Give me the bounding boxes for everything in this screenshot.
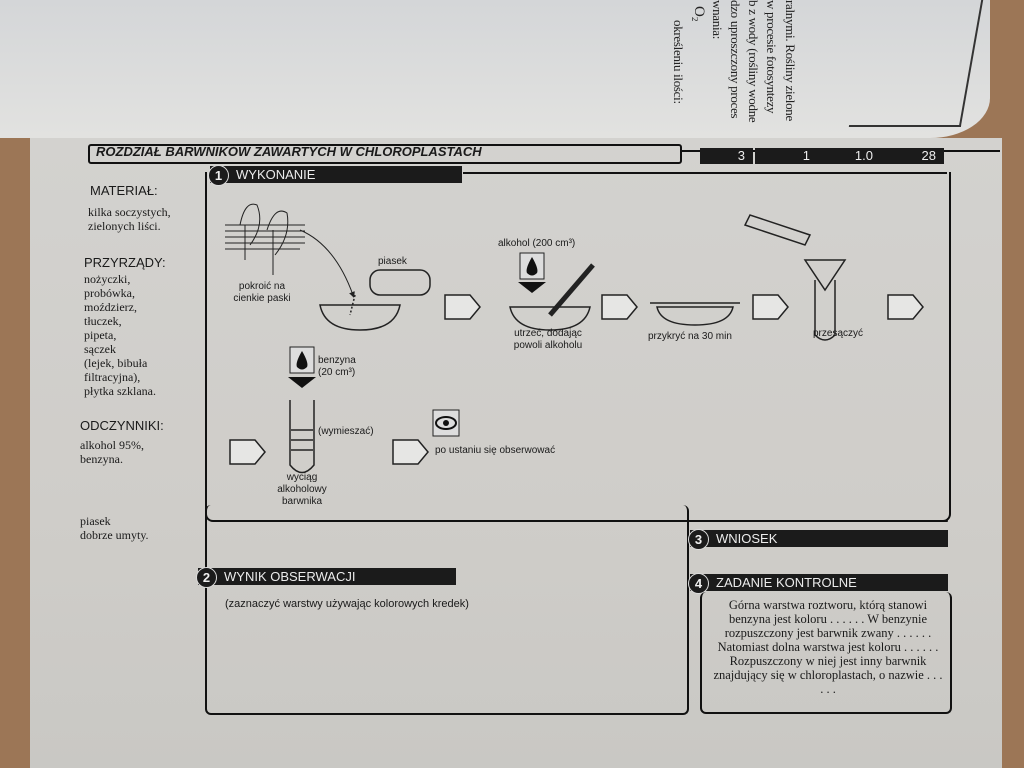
procedure-diagram [225,203,924,474]
leaves-icon [225,203,355,298]
observation-frame [205,505,689,715]
tab-number: 1 [755,148,818,164]
section-number: 1 [208,165,229,186]
section-number: 2 [196,567,217,588]
label-cover: przykryć na 30 min [648,331,732,342]
prev-line: w procesie fotosyntezy [764,0,779,114]
label-mix: (wymieszać) [318,426,374,437]
observation-instruction: (zaznaczyć warstwy używając kolorowych k… [225,598,469,610]
flow-arrow-icon [229,294,924,465]
textbook-page [30,138,1002,768]
tool-item: (lejek, bibuła [84,356,148,370]
drop-icon [518,252,546,293]
extra-item: piasek [80,514,111,528]
material-heading: MATERIAŁ: [90,183,158,198]
extra-list: piasek dobrze umyty. [80,514,149,542]
section-number: 4 [688,573,709,594]
tool-item: moździerz, [84,300,137,314]
prev-line: ralnymi. Rośliny zielone [783,0,798,121]
label-observe: po ustaniu się obserwować [435,445,556,456]
tool-item: tłuczek, [84,314,122,328]
prev-line: wnania: [710,0,725,40]
prev-page-box [848,0,984,127]
section-number: 3 [688,529,709,550]
tools-heading: PRZYRZĄDY: [84,255,166,270]
task-frame [700,592,952,714]
label-extract: wyciąg alkoholowy barwnika [277,472,327,507]
label-grind: utrzeć, dodając powoli alkoholu [513,328,583,351]
task-text: Górna warstwa roztworu, którą stanowi be… [713,598,943,696]
section-3-header: 3 WNIOSEK [688,529,948,550]
tools-list: nożyczki, probówka, moździerz, tłuczek, … [84,272,156,398]
tool-item: płytka szklana. [84,384,156,398]
prev-line: dzo uproszczony proces [728,0,743,119]
tab-number: 1.0 [818,148,881,164]
section-2-header: 2 WYNIK OBSERWACJI [196,567,456,588]
procedure-frame [205,172,951,522]
prev-line: określeniu ilości: [671,20,686,104]
tool-item: probówka, [84,286,135,300]
covered-dish-icon [650,302,740,326]
drop-icon [288,346,316,388]
title-frame [88,144,682,164]
frame-top-rule [463,172,947,174]
page-title: ROZDZIAŁ BARWNIKÓW ZAWARTYCH W CHLOROPLA… [96,144,482,159]
tool-item: filtracyjna), [84,370,141,384]
mortar-with-sand-icon [319,269,431,331]
material-text: kilka soczystych, zielonych liści. [88,205,171,233]
extra-item: dobrze umyty. [80,528,149,542]
section-title: ZADANIE KONTROLNE [716,575,857,590]
tab-number: 28 [880,148,944,164]
previous-page: ralnymi. Rośliny zielone w procesie foto… [0,0,990,138]
mortar-pestle-icon [509,263,595,331]
eye-icon [432,409,460,437]
reagent-item: benzyna. [80,452,123,466]
test-tube-icon [289,400,315,474]
label-filter: przesączyć [813,328,864,339]
tab-number: 3 [700,148,753,164]
section-title: WYKONANIE [236,167,316,182]
reagent-item: alkohol 95%, [80,438,144,452]
reagents-list: alkohol 95%, benzyna. [80,438,144,466]
tool-item: sączek [84,342,116,356]
reagents-heading: ODCZYNNIKI: [80,418,164,433]
label-cut: pokroić na cienkie paski [233,281,291,304]
section-4-header: 4 ZADANIE KONTROLNE [688,573,948,594]
label-alcohol: alkohol (200 cm³) [498,238,576,249]
prev-line: O₂ [691,6,707,22]
section-title: WYNIK OBSERWACJI [224,569,356,584]
label-sand: piasek [378,256,407,267]
label-petrol: benzyna (20 cm³) [318,355,356,378]
conclusion-frame [683,520,948,522]
section-title: WNIOSEK [716,531,778,546]
funnel-tube-icon [743,214,847,341]
tool-item: nożyczki, [84,272,131,286]
tool-item: pipeta, [84,328,117,342]
prev-line: b z wody (rośliny wodne [746,0,761,123]
section-1-header: 1 WYKONANIE [208,165,462,186]
